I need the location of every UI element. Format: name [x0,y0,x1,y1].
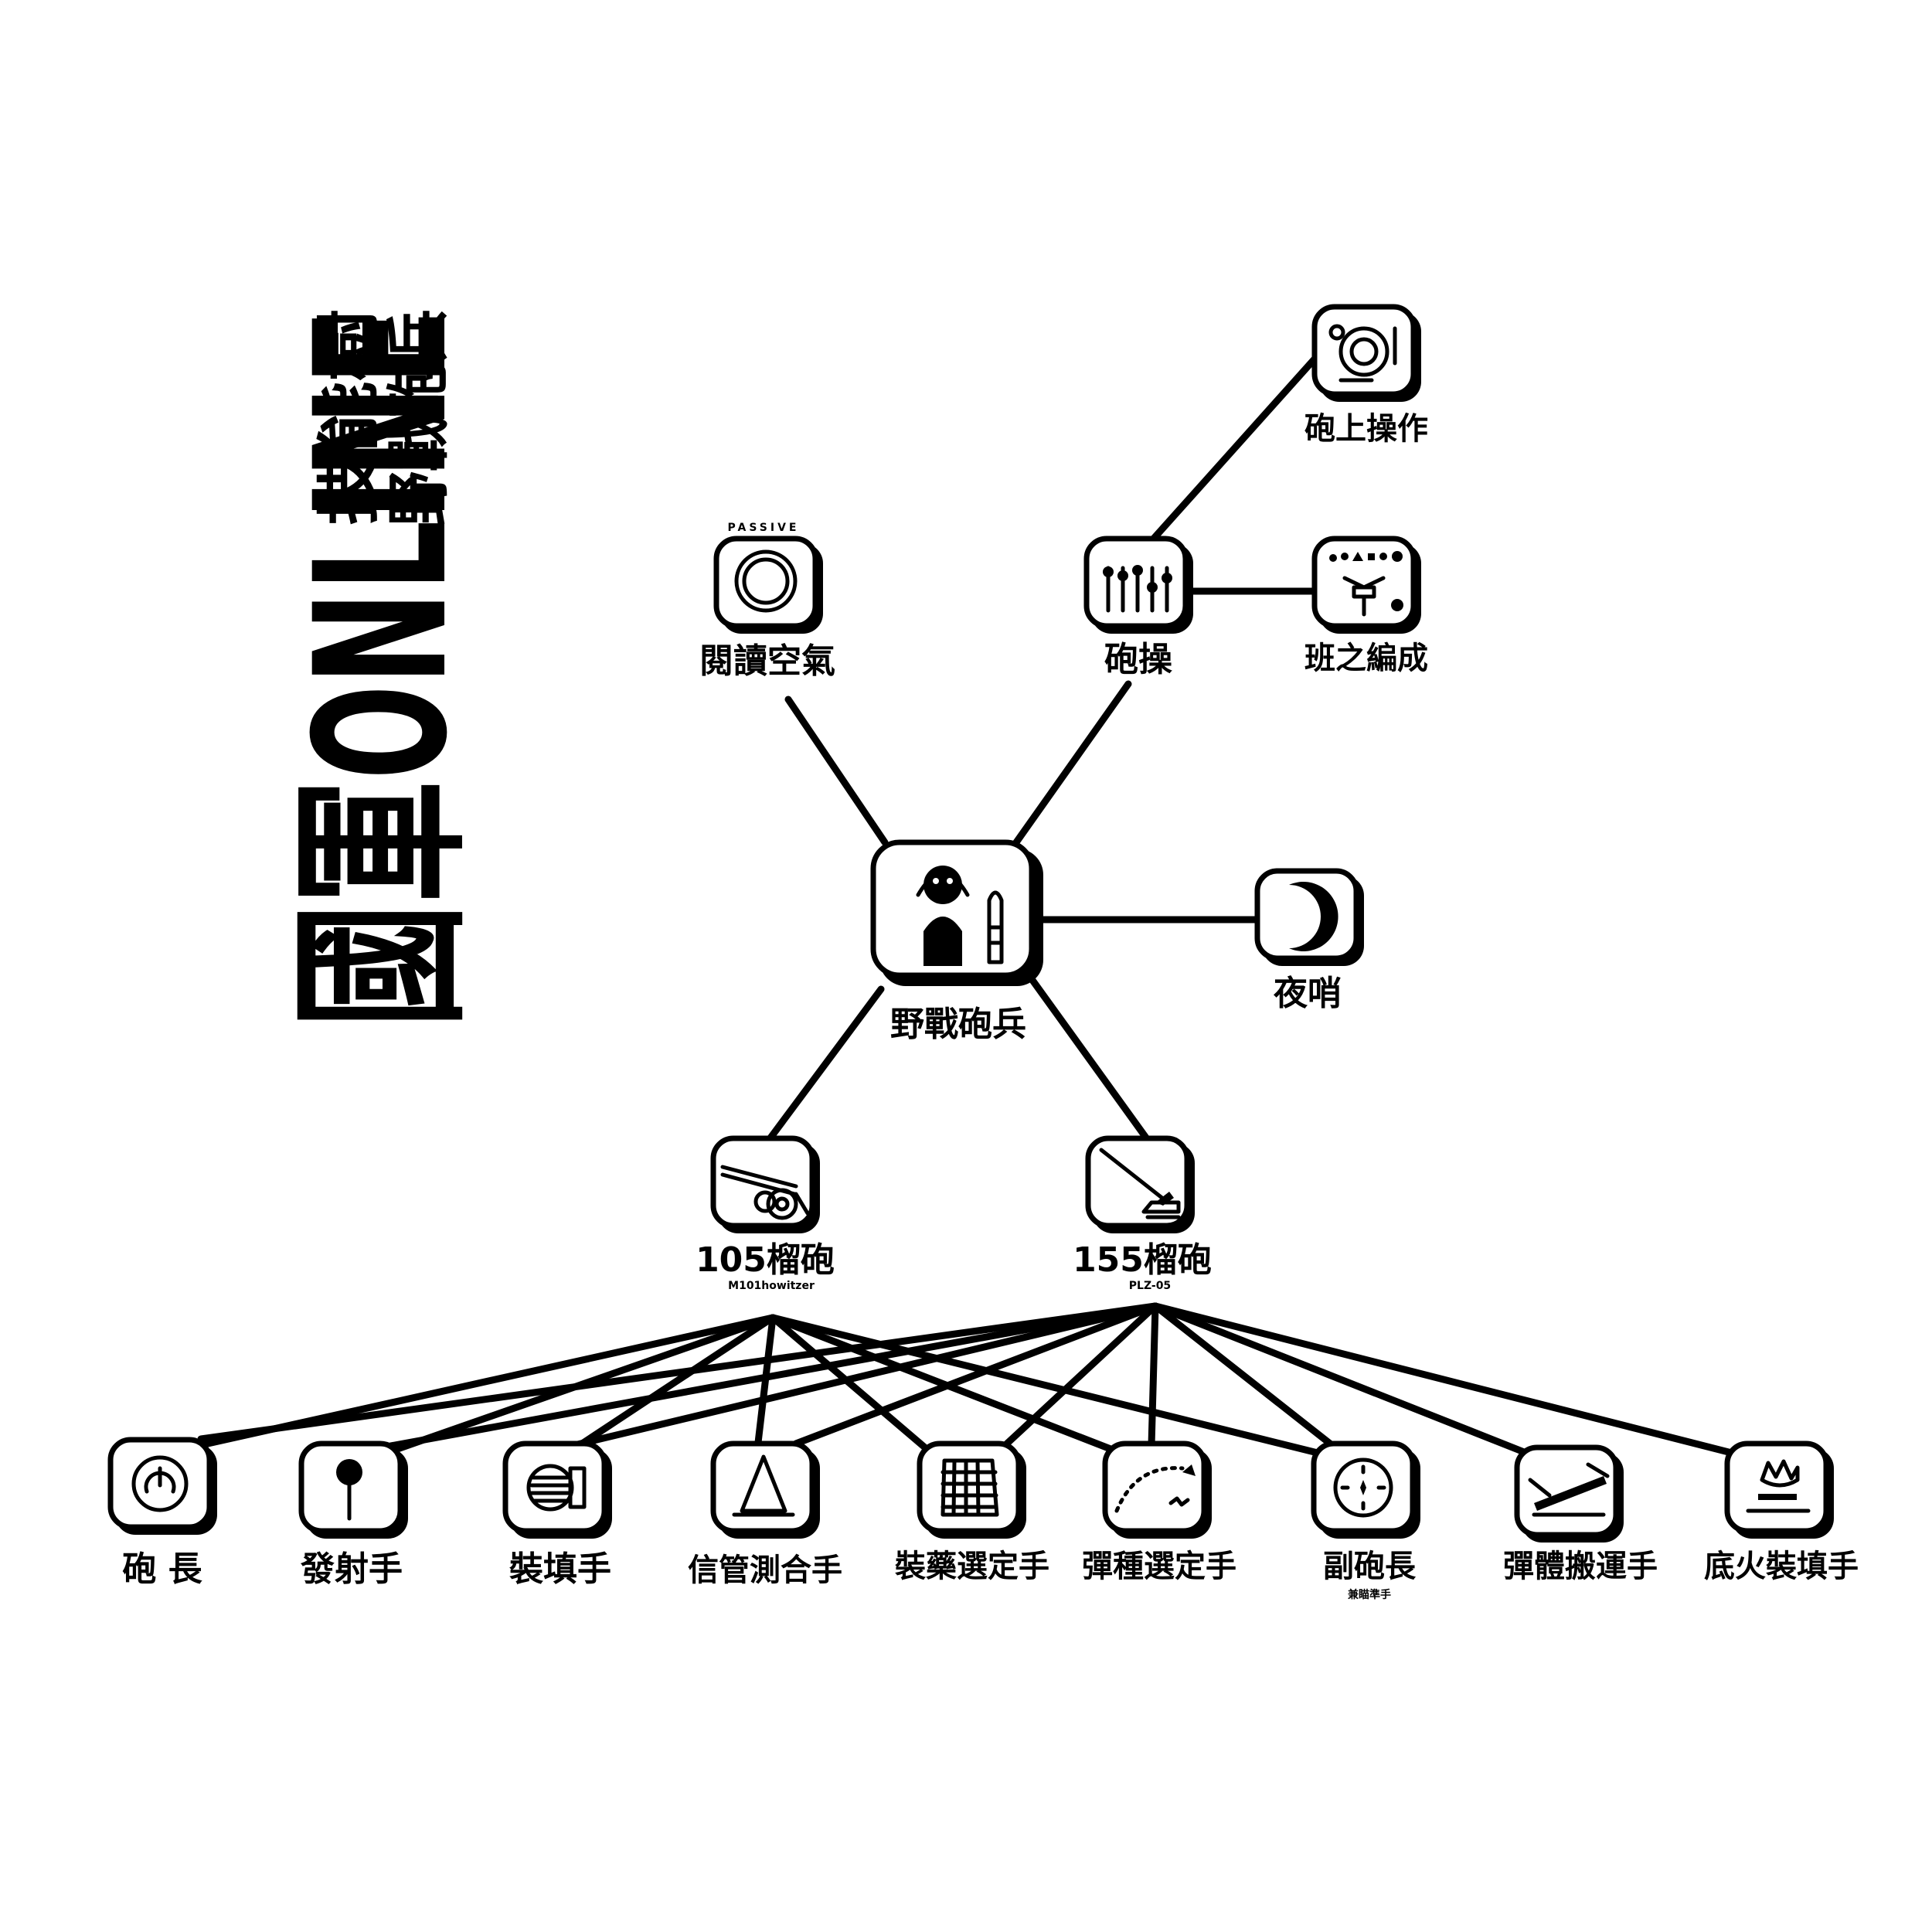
role-label: 裝填手 [509,1549,611,1589]
edge-root-105 [765,985,885,1144]
cone-icon [732,1454,795,1517]
role-label: 信管測合手 [688,1553,842,1588]
role-label: 底火裝填手 [1704,1549,1859,1584]
role-chief-of-section[interactable]: 砲 長 [107,1437,217,1589]
subtitle-line-2: 野戰砲兵 [383,309,456,526]
gun-panel-icon [1328,324,1397,383]
node-label: 野戰砲兵 [890,1005,1026,1044]
edges-105-roles [197,1314,1321,1457]
stretcher-icon [1528,1462,1610,1517]
self-propelled-gun-icon [1099,1148,1181,1219]
node-155-howitzer[interactable]: 155榴砲 PLZ-05 [1073,1135,1212,1292]
artillery-soldier-icon [916,866,1004,966]
title-block: 國軍ONLINE 技能樹 野戰砲兵 [277,309,488,1028]
role-label: 彈種選定手 [1082,1549,1236,1584]
edges-155-roles [197,1302,1766,1464]
role-primer-loader[interactable]: 底火裝填手 [1704,1440,1859,1584]
node-label: 155榴砲 [1073,1240,1212,1280]
fire-icon [1746,1459,1811,1513]
node-label: 砲操 [1104,640,1172,679]
role-charge-selector[interactable]: 裝藥選定手 [895,1440,1049,1584]
node-gun-operation[interactable]: 砲上操作 [1304,304,1428,447]
role-sublabel: 兼瞄準手 [1348,1588,1391,1601]
node-read-air[interactable]: PASSIVE 閱讀空氣 [699,522,835,681]
grid-net-icon [940,1458,999,1517]
node-gun-drill[interactable]: 砲操 [1083,536,1193,679]
role-shell-selector[interactable]: 彈種選定手 [1082,1440,1236,1584]
ring-icon [734,549,798,613]
node-night-watch[interactable]: 夜哨 [1254,868,1364,1013]
role-label: 裝藥選定手 [895,1549,1049,1584]
crescent-moon-icon [1289,882,1338,952]
sliders-icon [1103,565,1172,613]
role-loader[interactable]: 裝填手 [502,1440,612,1589]
trajectory-icon [1114,1464,1196,1513]
edge-root-readair [784,696,889,846]
role-fuze-setter[interactable]: 信管測合手 [688,1440,842,1588]
node-label: 砲上操作 [1304,411,1428,447]
lanyard-pin-icon [336,1459,362,1521]
node-sublabel: PLZ-05 [1129,1280,1171,1292]
main-title: 國軍ONLINE [277,309,488,1028]
node-label: 班之編成 [1304,641,1428,676]
node-sublabel: M101howitzer [728,1280,815,1292]
edge-root-155 [1024,970,1151,1144]
role-label: 砲 長 [122,1549,202,1589]
squad-formation-icon [1329,551,1403,617]
power-dial-icon [131,1455,189,1512]
role-label: 發射手 [300,1549,403,1589]
role-shell-carrier[interactable]: 彈體搬運手 [1503,1444,1658,1584]
loader-panel-icon [526,1464,587,1512]
node-label: 夜哨 [1273,974,1342,1013]
role-assistant-chief[interactable]: 副砲長 兼瞄準手 [1311,1440,1420,1601]
subtitle: 技能樹 野戰砲兵 [313,309,456,526]
role-label: 副砲長 [1323,1549,1417,1584]
node-label: 閱讀空氣 [699,641,835,681]
node-label: 105榴砲 [696,1240,835,1280]
edge-root-drill [1012,680,1132,846]
edge-drill-gunops [1148,352,1321,545]
node-squad-formation[interactable]: 班之編成 [1304,536,1428,676]
subtitle-line-1: 技能樹 [313,309,386,526]
node-105-howitzer[interactable]: 105榴砲 M101howitzer [696,1135,835,1292]
role-gunner[interactable]: 發射手 [298,1440,408,1589]
towed-howitzer-icon [720,1165,810,1220]
role-label: 彈體搬運手 [1503,1549,1658,1584]
passive-tag: PASSIVE [728,522,800,534]
node-field-artillery[interactable]: 野戰砲兵 [870,839,1043,1044]
compass-icon [1333,1458,1393,1518]
edges [197,352,1766,1464]
